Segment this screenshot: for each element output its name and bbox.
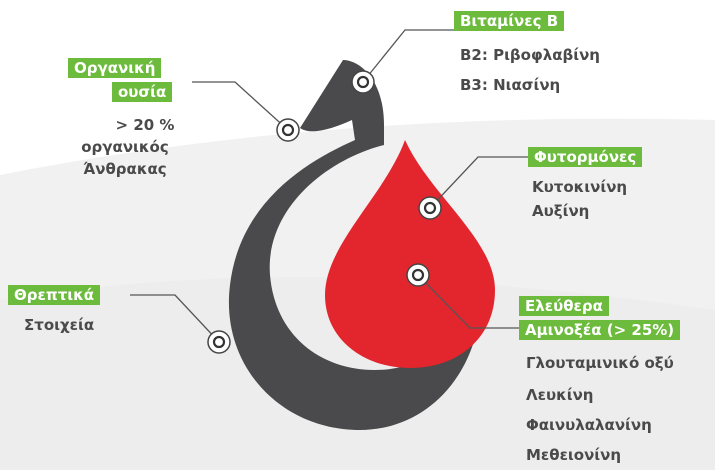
amino-label-line1: Ελεύθερα (519, 296, 609, 316)
organic-item-organic: οργανικός (60, 136, 190, 158)
phyto-item-cytokinin: Κυτοκινίνη (532, 176, 627, 198)
amino-label-line2: Αμινοξέα (> 25%) (519, 320, 680, 340)
amino-item-glutamic: Γλουταμινικό οξύ (526, 352, 674, 374)
nutrients-label: Θρεπτικά (8, 285, 100, 305)
organic-label-line1: Οργανική (68, 58, 161, 78)
line-organic (192, 82, 288, 130)
organic-item-carbon: Άνθρακας (60, 158, 190, 180)
amino-item-leucine: Λευκίνη (526, 384, 594, 406)
marker-organic (277, 119, 299, 141)
line-vitamins (363, 30, 455, 82)
vitamins-label: Βιταμίνες Β (454, 11, 564, 31)
marker-phyto (419, 197, 441, 219)
organic-label-line2: ουσία (112, 82, 172, 102)
phyto-label: Φυτορμόνες (528, 147, 642, 167)
vitamins-item-b2: B2: Ριβοφλαβίνη (460, 44, 600, 66)
vitamins-item-b3: B3: Νιασίνη (460, 74, 560, 96)
nutrients-item-elements: Στοιχεία (24, 314, 94, 336)
amino-item-phenylalanine: Φαινυλαλανίνη (526, 414, 652, 436)
marker-vitamins (352, 71, 374, 93)
organic-item-percent: > 20 % (100, 114, 190, 136)
marker-amino (407, 264, 429, 286)
amino-item-methionine: Μεθειονίνη (526, 444, 621, 466)
marker-nutrients (208, 331, 230, 353)
phyto-item-auxin: Αυξίνη (532, 200, 589, 222)
